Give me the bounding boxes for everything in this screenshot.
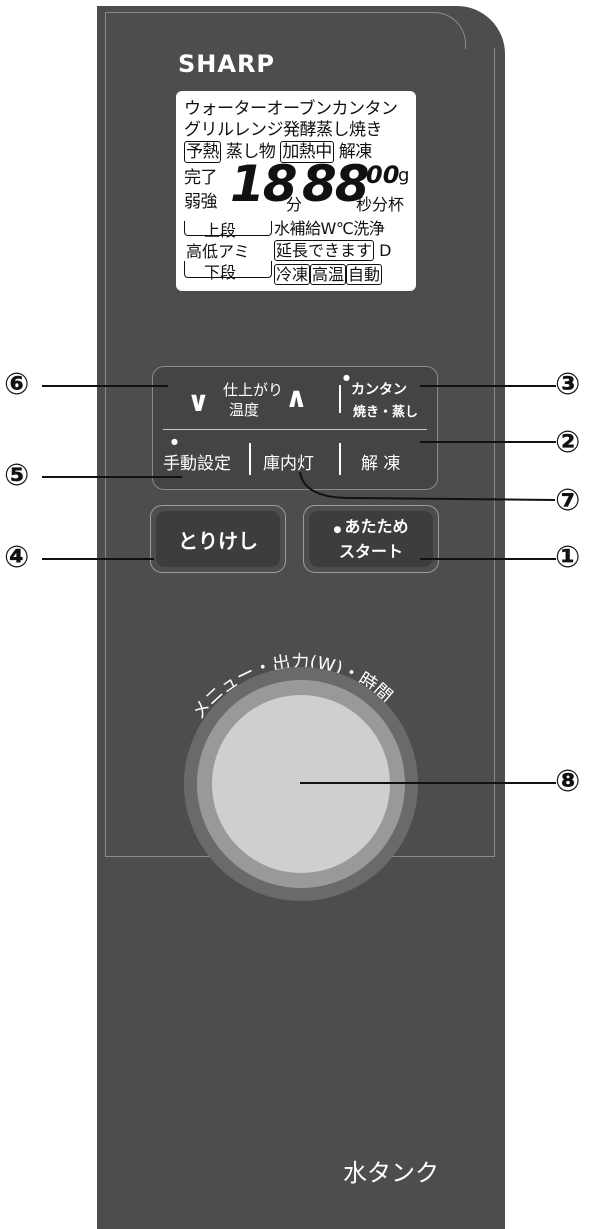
lcd-bottom-row: 冷凍高温自動	[274, 261, 383, 285]
indicator-dot-icon: ●	[343, 373, 350, 382]
lcd-lower-rack: 下段	[204, 263, 237, 282]
leader-8	[300, 782, 556, 784]
lcd-d: D	[379, 241, 392, 260]
callout-7: ⑦	[555, 483, 581, 518]
lcd-mode-row-1: ウォーターオーブンカンタン	[184, 99, 398, 119]
start-button-label-1: ● あたため	[333, 516, 409, 536]
lcd-units: 秒分杯	[356, 195, 405, 214]
kantan-button-label-1[interactable]: カンタン	[351, 382, 407, 398]
temp-down-button[interactable]: ∨	[187, 385, 210, 418]
lcd-small-digits: 00	[366, 161, 400, 189]
lcd-auto: 自動	[346, 264, 383, 285]
lcd-seconds-digits: 88	[302, 155, 370, 213]
separator	[339, 443, 341, 475]
lcd-minutes-digits: 18	[230, 155, 298, 213]
lcd-water-status: 水補給W℃洗浄	[274, 219, 385, 238]
panel-inner-border-right	[494, 48, 495, 856]
lcd-display: ウォーターオーブンカンタン グリルレンジ発酵蒸し焼き 予熱 蒸し物 加熱中 解凍…	[176, 91, 416, 291]
callout-4: ④	[4, 540, 30, 575]
leader-7	[299, 471, 556, 501]
panel-inner-border	[105, 12, 106, 857]
leader-2	[420, 441, 556, 443]
lcd-lower-bracket	[184, 261, 272, 278]
separator	[339, 385, 341, 413]
leader-1	[420, 558, 556, 560]
lcd-preheat: 予熱	[184, 141, 221, 163]
lcd-min-unit: 分	[286, 195, 303, 214]
start-button[interactable]: ● あたため スタート	[309, 511, 433, 567]
lcd-power: 弱強	[184, 192, 218, 212]
lcd-extend-row: 延長できます D	[274, 237, 391, 261]
callout-8: ⑧	[555, 764, 581, 799]
defrost-button[interactable]: 解 凍	[361, 454, 401, 474]
lcd-upper-bracket	[184, 221, 272, 236]
interior-light-button[interactable]: 庫内灯	[263, 454, 314, 474]
lcd-extendable: 延長できます	[274, 240, 375, 261]
kantan-button-label-2[interactable]: 焼き・蒸し	[353, 405, 419, 420]
lcd-gram-unit: g	[398, 165, 410, 186]
lcd-upper-rack: 上段	[204, 221, 237, 240]
leader-6	[42, 385, 168, 387]
panel-inner-border-top	[105, 12, 466, 49]
temp-label-2: 温度	[229, 401, 260, 419]
menu-output-time-dial[interactable]	[212, 695, 390, 873]
lcd-mode-row-2: グリルレンジ発酵蒸し焼き	[184, 120, 383, 140]
manual-setting-button[interactable]: 手動設定	[163, 454, 231, 474]
callout-2: ②	[555, 425, 581, 460]
temp-label-1: 仕上がり	[223, 381, 284, 399]
lcd-steamed: 蒸し物	[225, 142, 276, 162]
cancel-button[interactable]: とりけし	[156, 511, 280, 567]
brand-logo: SHARP	[178, 50, 276, 78]
button-group-divider	[163, 429, 427, 430]
manual-indicator-dot-icon: ●	[171, 437, 178, 446]
temp-up-button[interactable]: ∧	[285, 381, 308, 414]
lcd-rack-type: 高低アミ	[186, 242, 250, 261]
start-indicator-dot-icon: ●	[333, 524, 345, 535]
separator	[249, 443, 251, 475]
start-button-label-2: スタート	[338, 541, 403, 561]
leader-4	[42, 558, 154, 560]
water-tank-label: 水タンク	[343, 1159, 439, 1187]
function-button-group: ∨ 仕上がり 温度 ∧ ● カンタン 焼き・蒸し ● 手動設定 庫内灯 解 凍	[152, 366, 438, 490]
lcd-frozen: 冷凍	[274, 264, 311, 285]
leader-5	[42, 476, 182, 478]
callout-3: ③	[555, 367, 581, 402]
callout-1: ①	[555, 540, 581, 575]
callout-6: ⑥	[4, 367, 30, 402]
lcd-heating: 加熱中	[280, 141, 334, 163]
cancel-button-frame: とりけし	[150, 505, 286, 573]
lcd-status-row: 予熱 蒸し物 加熱中 解凍	[184, 137, 373, 163]
lcd-done: 完了	[184, 168, 218, 188]
start-button-frame: ● あたため スタート	[303, 505, 439, 573]
lcd-rack-indicator: 上段 高低アミ 下段	[184, 217, 272, 283]
callout-5: ⑤	[4, 458, 30, 493]
leader-3	[420, 385, 556, 387]
lcd-high-temp: 高温	[310, 264, 347, 285]
lcd-defrost: 解凍	[338, 142, 373, 162]
